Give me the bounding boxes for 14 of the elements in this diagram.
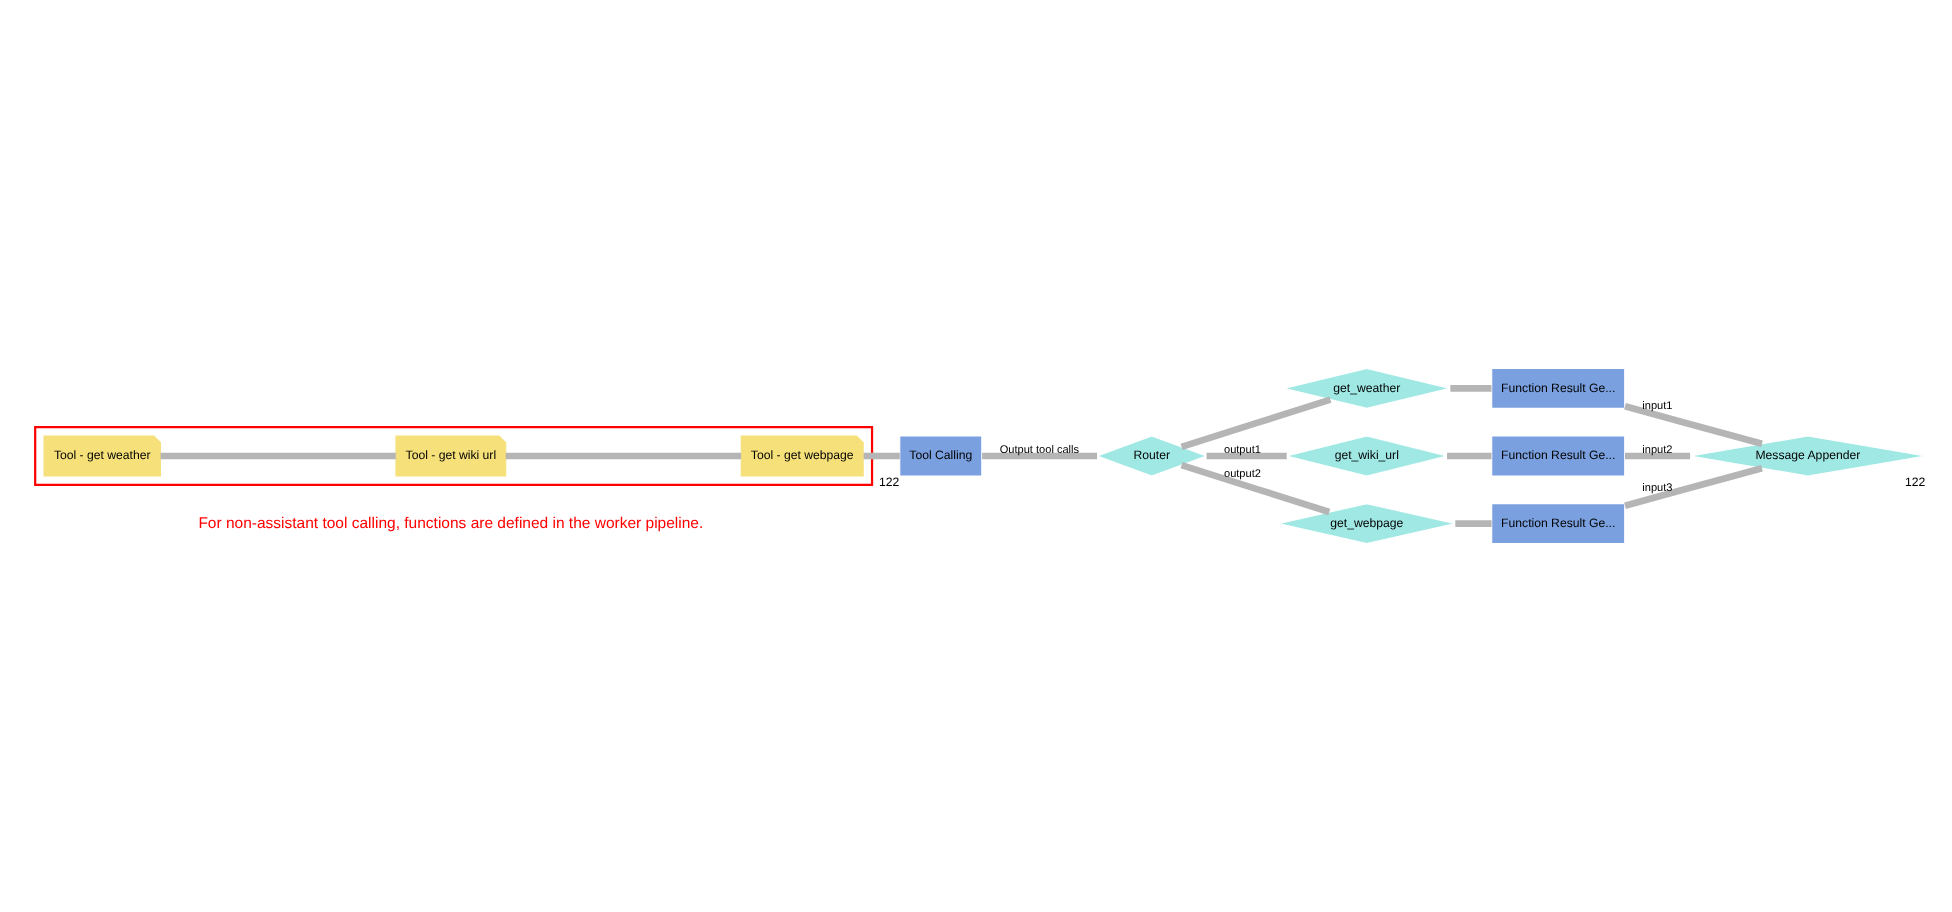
connector xyxy=(1447,452,1492,460)
connector xyxy=(1180,461,1331,516)
connector xyxy=(1180,396,1332,451)
connector xyxy=(1625,452,1691,460)
connector xyxy=(1206,452,1287,460)
connector xyxy=(982,452,1098,460)
connector xyxy=(1455,520,1492,527)
connector xyxy=(160,452,396,460)
connector xyxy=(1624,465,1763,509)
connector xyxy=(1450,385,1492,392)
connector xyxy=(1624,403,1763,447)
cluster xyxy=(34,426,874,486)
connector xyxy=(505,452,742,460)
connector xyxy=(863,452,900,460)
